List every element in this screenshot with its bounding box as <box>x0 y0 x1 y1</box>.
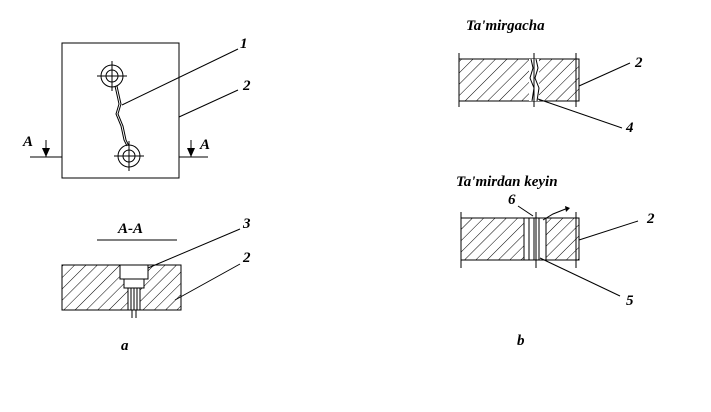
leader-6 <box>517 205 534 217</box>
leader-2 <box>178 89 239 118</box>
callout-2-after: 2 <box>646 211 655 227</box>
leader-2-before <box>578 62 631 87</box>
bolt-collar <box>123 278 145 289</box>
plate-outline <box>61 42 180 179</box>
after-repair-section <box>460 205 639 297</box>
section-marker-right <box>179 140 208 158</box>
callout-1: 1 <box>240 36 248 52</box>
title-before-repair: Ta'mirgacha <box>466 18 545 34</box>
before-repair-section <box>458 53 631 129</box>
weld-insert <box>523 217 547 261</box>
crack-line-2 <box>114 85 128 147</box>
caption-b: b <box>517 333 525 349</box>
callout-2: 2 <box>242 78 251 94</box>
section-marker-left <box>30 140 62 158</box>
caption-a: a <box>121 338 129 354</box>
leader-5 <box>539 257 621 297</box>
callout-5: 5 <box>626 293 634 309</box>
plan-view <box>30 42 239 179</box>
leader-4 <box>537 98 623 129</box>
callout-2-section: 2 <box>242 250 251 266</box>
callout-3: 3 <box>242 216 251 232</box>
callout-6: 6 <box>508 192 516 208</box>
top-bolt-symbol <box>97 61 127 91</box>
title-after-repair: Ta'mirdan keyin <box>456 174 558 190</box>
leader-1 <box>121 48 239 106</box>
section-title: A-A <box>117 221 143 237</box>
callout-4: 4 <box>625 120 634 136</box>
leader-3 <box>147 228 241 269</box>
crack-before <box>529 58 535 102</box>
section-view <box>61 228 241 318</box>
leader-2-after <box>578 220 639 241</box>
weld-symbol <box>542 207 569 221</box>
crack-line <box>116 85 130 147</box>
section-marker-label-right: A <box>199 137 210 153</box>
bolt-head <box>119 264 149 280</box>
leader-2-section <box>174 263 241 301</box>
section-marker-label-left: A <box>22 134 33 150</box>
callout-2-before: 2 <box>634 55 643 71</box>
